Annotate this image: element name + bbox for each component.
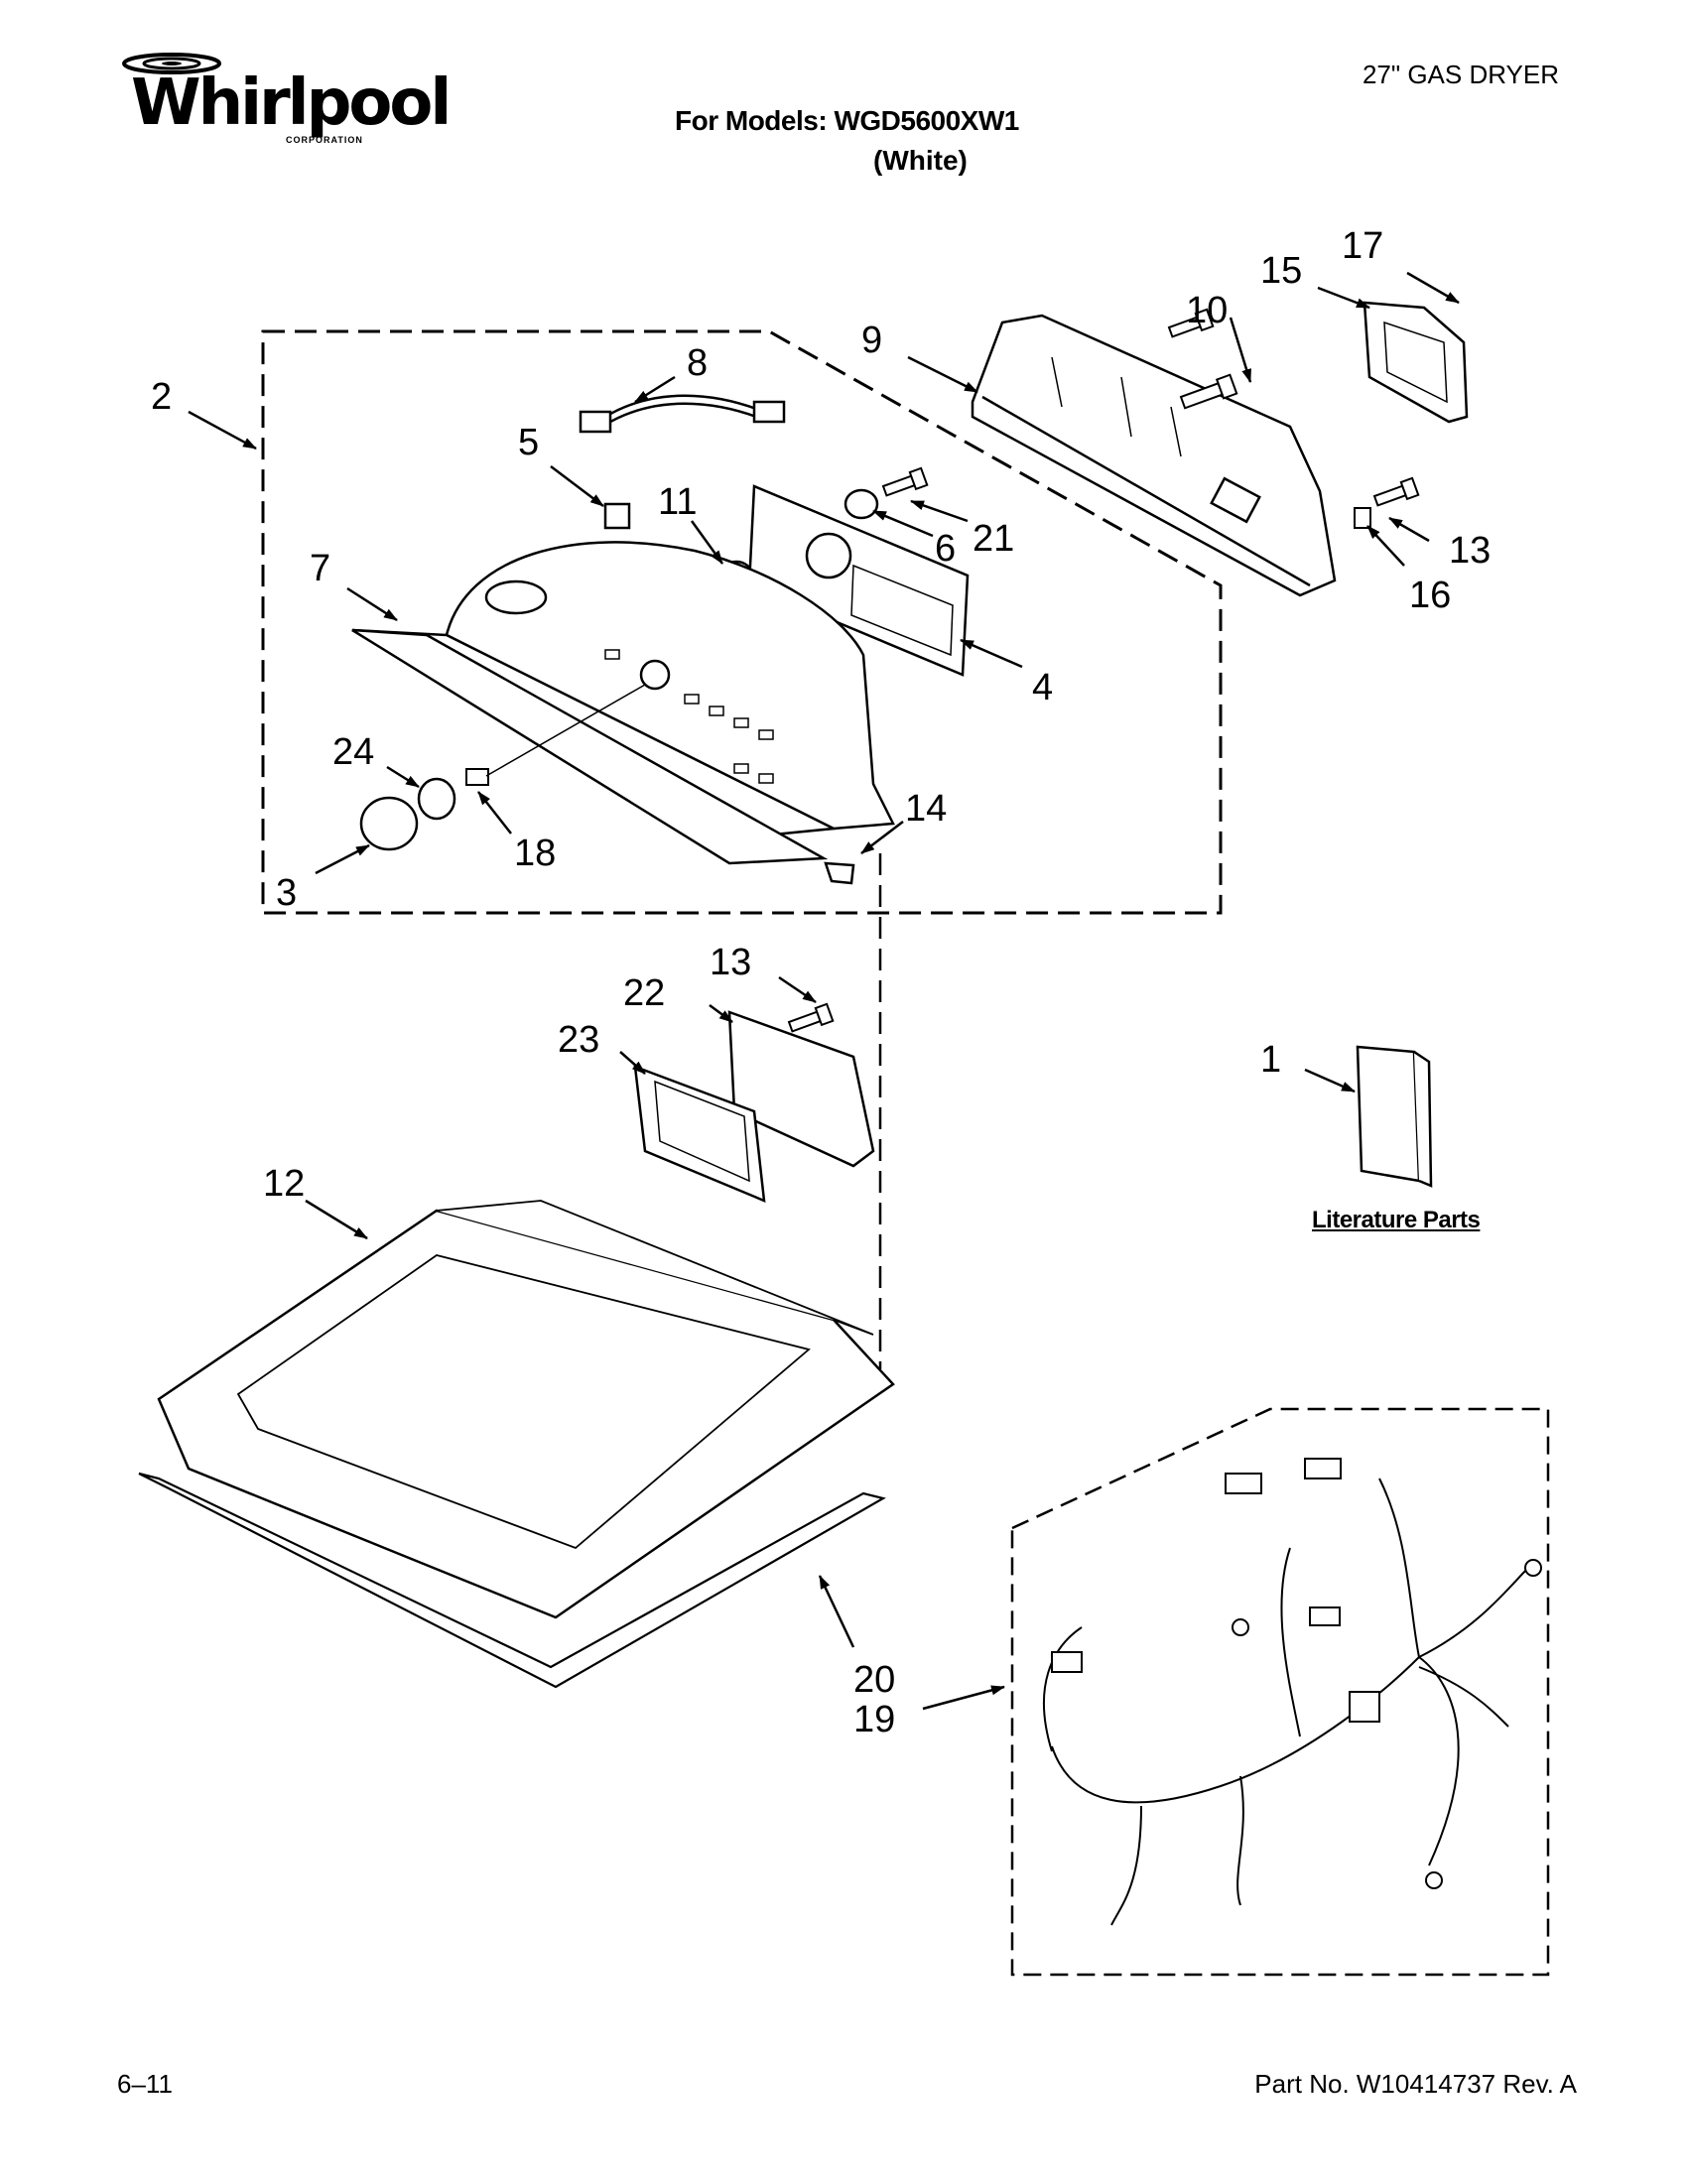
callout-15: 15 <box>1260 250 1302 292</box>
callout-8: 8 <box>687 342 708 384</box>
callout-6: 6 <box>935 528 956 570</box>
console-group-outline <box>261 329 1223 915</box>
callout-13-top: 13 <box>1449 530 1491 572</box>
rear-panel-part <box>971 314 1337 597</box>
top-cover-part <box>157 1200 895 1619</box>
callout-16: 16 <box>1409 575 1451 616</box>
clip-part <box>603 502 631 530</box>
whirlpool-logo: Whirlpool CORPORATION <box>117 50 452 159</box>
callout-22: 22 <box>623 972 665 1014</box>
logo-wordmark: Whirlpool <box>131 66 452 140</box>
leader-arrows <box>188 271 1460 1711</box>
trim-strip-part <box>351 628 829 865</box>
models-line: For Models: WGD5600XW1 <box>675 105 1019 136</box>
callout-1: 1 <box>1260 1039 1281 1081</box>
callout-14: 14 <box>905 788 947 830</box>
bracket-part <box>1363 301 1469 424</box>
callout-4: 4 <box>1032 667 1053 708</box>
callout-19: 19 <box>853 1699 895 1740</box>
knob-part <box>359 796 419 851</box>
control-board-part <box>747 484 970 677</box>
callout-3: 3 <box>276 872 297 914</box>
mounting-plate-part <box>727 1010 875 1168</box>
encoder-part <box>844 488 879 520</box>
logo-swirl-icon <box>122 53 221 74</box>
control-module-part <box>633 1065 766 1203</box>
callout-2: 2 <box>151 376 172 418</box>
gasket-part <box>138 1472 886 1689</box>
literature-parts-label: Literature Parts <box>1312 1207 1481 1233</box>
callout-13-mid: 13 <box>710 942 751 983</box>
callout-labels: 1 2 3 4 5 6 7 8 9 10 11 12 13 13 14 15 1… <box>151 225 1491 1740</box>
callout-24: 24 <box>332 731 374 773</box>
callout-17: 17 <box>1342 225 1383 267</box>
callout-23: 23 <box>558 1019 599 1061</box>
footer-part-number: Part No. W10414737 Rev. A <box>1254 2069 1577 2099</box>
knob-ring-part <box>417 777 456 821</box>
knob-shaft-part <box>465 768 489 786</box>
wire-harness-part <box>579 394 786 434</box>
callout-18: 18 <box>514 833 556 874</box>
callout-20: 20 <box>853 1659 895 1701</box>
literature-part <box>1356 1045 1433 1188</box>
harness-group-outline <box>1010 1407 1550 1977</box>
callout-21: 21 <box>973 518 1014 560</box>
main-wire-harness-part <box>1043 1458 1542 1926</box>
footer-date: 6–11 <box>117 2069 173 2099</box>
knob-axis-line <box>485 684 646 777</box>
callout-7: 7 <box>310 548 330 589</box>
callout-11: 11 <box>658 481 697 523</box>
color-line: (White) <box>873 145 968 176</box>
logo-corporation: CORPORATION <box>286 135 363 145</box>
callout-10: 10 <box>1186 290 1228 331</box>
callout-5: 5 <box>518 422 539 463</box>
callout-9: 9 <box>861 320 882 361</box>
screw-parts <box>787 308 1420 1033</box>
product-type: 27" GAS DRYER <box>1362 60 1559 89</box>
callout-12: 12 <box>263 1163 305 1205</box>
end-cap-part <box>824 861 855 885</box>
